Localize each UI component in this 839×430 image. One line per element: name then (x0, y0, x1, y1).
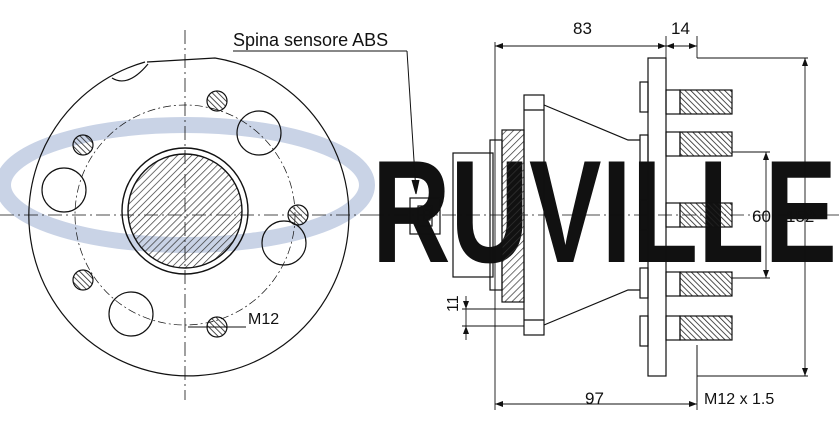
dim-152: 152 (786, 207, 814, 226)
mount-flange (523, 94, 545, 336)
stud-hole (287, 204, 309, 226)
flange-notch (111, 63, 149, 82)
front-view (0, 30, 370, 400)
lightening-hole (41, 167, 87, 213)
stud-hole (206, 90, 228, 112)
dim-83: 83 (573, 19, 592, 38)
flange-outline (28, 57, 350, 377)
stud-hole (72, 134, 94, 156)
dim-60: 60 (752, 207, 771, 226)
m12-thread-label: M12 (248, 311, 279, 328)
wheel-studs (665, 89, 733, 341)
abs-leader (233, 50, 420, 195)
stud-hole (72, 269, 94, 291)
lightening-hole (108, 291, 154, 337)
bearing-body (452, 152, 494, 278)
dim-14: 14 (671, 19, 690, 38)
watermark-text: RUVILLE (372, 130, 837, 293)
dim-11: 11 (445, 295, 462, 312)
lightening-hole (261, 220, 307, 266)
hub-center (121, 147, 249, 275)
dimension-arrows (463, 43, 808, 407)
side-view (370, 57, 839, 377)
lightening-hole (236, 110, 282, 156)
stud-thread-label: M12 x 1.5 (704, 391, 774, 408)
abs-sensor-label: Spina sensore ABS (233, 30, 388, 50)
dim-97: 97 (585, 389, 604, 408)
